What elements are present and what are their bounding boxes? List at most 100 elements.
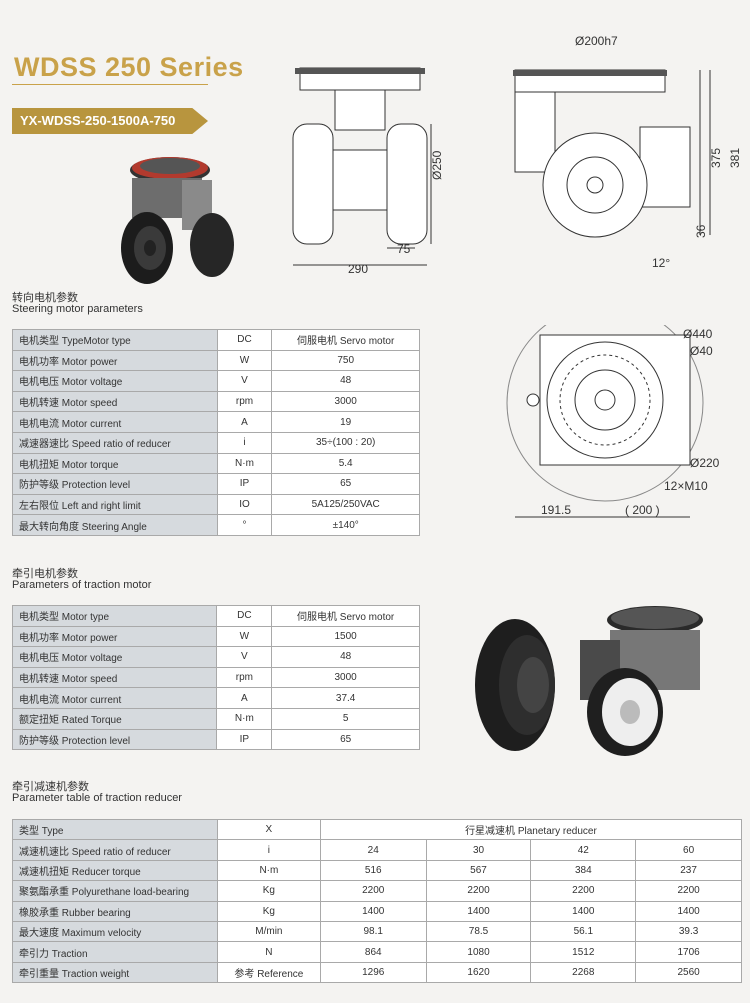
param-name: 电机转速 Motor speed bbox=[12, 390, 218, 413]
param-value: 1400 bbox=[425, 900, 532, 922]
dim-290: 290 bbox=[348, 262, 369, 276]
param-name: 减速器速比 Speed ratio of reducer bbox=[12, 431, 218, 454]
param-value: 3000 bbox=[271, 666, 420, 689]
param-value: ±140° bbox=[271, 514, 420, 536]
param-value: 48 bbox=[271, 646, 420, 668]
param-unit: IP bbox=[216, 728, 273, 751]
param-value: 237 bbox=[635, 859, 742, 882]
param-name: 电机电压 Motor voltage bbox=[11, 646, 218, 668]
param-unit: N·m bbox=[216, 452, 273, 475]
param-value: 30 bbox=[425, 839, 532, 861]
param-value: 35÷(100 : 20) bbox=[271, 431, 420, 454]
param-value: 48 bbox=[271, 370, 420, 392]
param-value: 5.4 bbox=[271, 452, 420, 475]
param-value: 39.3 bbox=[635, 920, 742, 943]
param-value: 1296 bbox=[319, 961, 427, 984]
param-value: 384 bbox=[530, 859, 637, 882]
param-name: 最大转向角度 Steering Angle bbox=[12, 514, 218, 536]
param-name: 牵引力 Traction bbox=[12, 941, 218, 963]
param-unit: rpm bbox=[216, 390, 273, 413]
param-name: 减速机速比 Speed ratio of reducer bbox=[12, 839, 218, 861]
param-unit: Kg bbox=[216, 880, 321, 902]
param-name: 电机转速 Motor speed bbox=[11, 666, 218, 689]
param-value: 60 bbox=[635, 839, 742, 861]
dim-d40: Ø40 bbox=[690, 344, 713, 358]
param-value: 56.1 bbox=[530, 920, 637, 943]
param-value: 1400 bbox=[635, 900, 742, 922]
param-value: 98.1 bbox=[319, 920, 427, 943]
param-unit: N·m bbox=[216, 707, 273, 730]
param-unit: DC bbox=[216, 605, 273, 627]
param-unit: W bbox=[216, 625, 273, 648]
param-name: 防护等级 Protection level bbox=[11, 728, 218, 751]
param-name: 牵引重量 Traction weight bbox=[12, 961, 218, 984]
param-unit: W bbox=[216, 349, 273, 372]
param-name: 电机电流 Motor current bbox=[11, 687, 218, 709]
model-badge: YX-WDSS-250-1500A-750 bbox=[12, 108, 208, 134]
param-name: 额定扭矩 Rated Torque bbox=[11, 707, 218, 730]
traction-title-en: Parameters of traction motor bbox=[12, 579, 152, 591]
dim-d200h7: Ø200h7 bbox=[575, 34, 618, 48]
param-unit: i bbox=[216, 839, 321, 861]
drive-unit-photo bbox=[121, 157, 234, 284]
param-name: 聚氨酯承重 Polyurethane load-bearing bbox=[12, 880, 218, 902]
steering-title-zh: 转向电机参数 bbox=[12, 292, 78, 304]
param-unit: Kg bbox=[216, 900, 321, 922]
series-title: WDSS 250 Series bbox=[14, 52, 244, 82]
param-unit: 参考 Reference bbox=[216, 961, 321, 984]
param-value: 1706 bbox=[635, 941, 742, 963]
param-name: 电机类型 Motor type bbox=[11, 605, 218, 627]
param-value: 37.4 bbox=[271, 687, 420, 709]
type-label: 类型 Type bbox=[12, 818, 218, 841]
dim-381: 381 bbox=[728, 147, 742, 168]
traction-title-zh: 牵引电机参数 bbox=[12, 568, 78, 580]
param-value: 750 bbox=[271, 349, 420, 372]
param-value: 伺服电机 Servo motor bbox=[271, 329, 420, 351]
steering-title-en: Steering motor parameters bbox=[12, 303, 143, 315]
title-divider bbox=[12, 84, 208, 85]
dim-75: 75 bbox=[397, 242, 411, 256]
param-unit: M/min bbox=[216, 920, 321, 943]
dim-36: 36 bbox=[694, 224, 708, 238]
param-unit: N bbox=[216, 941, 321, 963]
param-value: 19 bbox=[271, 411, 420, 433]
param-name: 最大速度 Maximum velocity bbox=[12, 920, 218, 943]
param-name: 左右限位 Left and right limit bbox=[12, 493, 218, 516]
param-value: 24 bbox=[319, 839, 427, 861]
dim-375: 375 bbox=[709, 147, 723, 168]
param-value: 1620 bbox=[425, 961, 532, 984]
param-value: 2560 bbox=[635, 961, 742, 984]
param-value: 864 bbox=[319, 941, 427, 963]
dim-d220: Ø220 bbox=[690, 456, 720, 470]
top-view-drawing bbox=[506, 325, 704, 518]
param-value: 1512 bbox=[530, 941, 637, 963]
param-value: 2200 bbox=[635, 880, 742, 902]
param-unit: DC bbox=[216, 329, 273, 351]
param-value: 567 bbox=[425, 859, 532, 882]
param-name: 电机功率 Motor power bbox=[11, 625, 218, 648]
reducer-table: 类型 Type X 行星减速机 Planetary reducer 减速机速比 … bbox=[12, 818, 743, 984]
param-value: 5A125/250VAC bbox=[271, 493, 420, 516]
param-unit: IO bbox=[216, 493, 273, 516]
type-unit: X bbox=[216, 818, 321, 841]
param-unit: A bbox=[216, 411, 273, 433]
table-row: 最大转向角度 Steering Angle°±140° bbox=[12, 514, 420, 536]
side-view-drawing bbox=[292, 67, 432, 266]
